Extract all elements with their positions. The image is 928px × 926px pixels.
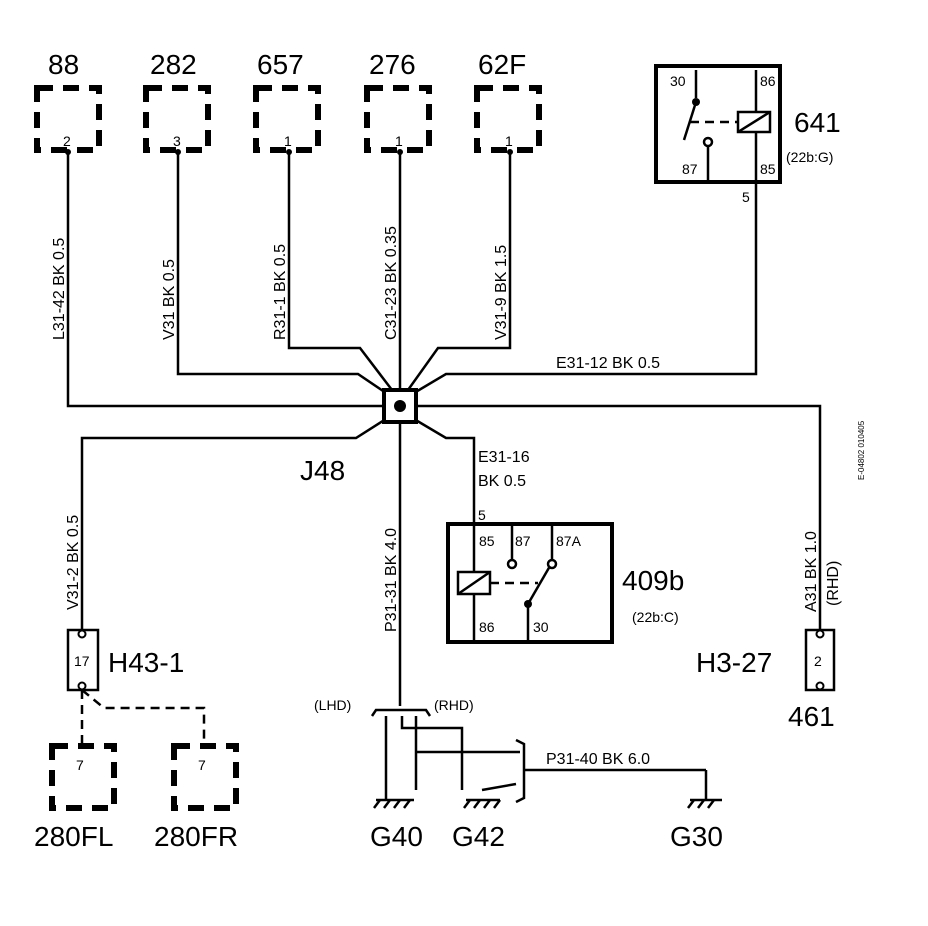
relay-409b-in-pin: 5 (478, 507, 486, 523)
wires-top (66, 152, 822, 706)
connector-h43-1: 17 H43-1 (66, 628, 206, 744)
connector-276-label: 276 (369, 49, 416, 80)
h3-label: H3-27 (696, 647, 772, 678)
relay-641-ref: (22b:G) (786, 149, 833, 165)
wire-657-label: R31-1 BK 0.5 (272, 244, 289, 340)
wire-62F-label: V31-9 BK 1.5 (493, 245, 510, 340)
connector-276-box (364, 85, 432, 153)
connector-276-pin: 1 (395, 133, 403, 149)
ground-g42-label: G42 (452, 821, 505, 852)
connector-88: 88 2 (34, 49, 102, 153)
connector-282: 282 3 (143, 49, 211, 153)
connector-h3-27: 2 H3-27 461 (696, 628, 836, 732)
wire-641-label: E31-12 BK 0.5 (556, 355, 660, 372)
connector-657-pin: 1 (284, 133, 292, 149)
relay-409b-pin-87A: 87A (556, 533, 582, 549)
connector-62F-box (474, 85, 542, 153)
relay-409b: 85 87 87A 86 30 5 409b (22b:C) (446, 507, 684, 644)
h43-label: H43-1 (108, 647, 184, 678)
connector-62F-pin: 1 (505, 133, 513, 149)
relay-641-label: 641 (794, 107, 841, 138)
wire-282-label: V31 BK 0.5 (161, 259, 178, 340)
connector-280FL-box (49, 743, 117, 811)
connector-282-label: 282 (150, 49, 197, 80)
relay-409b-pin-30: 30 (533, 619, 549, 635)
relay-409b-pin-85: 85 (479, 533, 495, 549)
wire-ground-label: P31-31 BK 4.0 (383, 528, 400, 632)
connector-280FR-pin: 7 (198, 757, 206, 773)
connector-282-pin: 3 (173, 133, 181, 149)
connector-280FR-box (171, 743, 239, 811)
connector-62F: 62F 1 (474, 49, 542, 153)
relay-409b-ref: (22b:C) (632, 609, 679, 625)
ground-g40-label: G40 (370, 821, 423, 852)
connector-88-pin: 2 (63, 133, 71, 149)
connector-280FL-pin: 7 (76, 757, 84, 773)
connector-88-label: 88 (48, 49, 79, 80)
wire-h3-side-label: (RHD) (825, 561, 842, 606)
relay-641: 30 86 87 85 641 (22b:G) 5 (654, 64, 841, 205)
connector-280FR: 7 280FR (154, 743, 239, 852)
connector-280FR-label: 280FR (154, 821, 238, 852)
h43-pin: 17 (74, 653, 90, 669)
ground-section: (LHD) (RHD) P31-40 BK 6.0 (314, 697, 723, 852)
connector-280FL-label: 280FL (34, 821, 113, 852)
rhd-label: (RHD) (434, 697, 474, 713)
wire-409b-label-2: BK 0.5 (478, 473, 526, 490)
wire-h43-label: V31-2 BK 0.5 (65, 515, 82, 610)
ground-g30-icon (687, 798, 722, 809)
lhd-label: (LHD) (314, 697, 351, 713)
junction-j48-label: J48 (300, 455, 345, 486)
wire-88-label: L31-42 BK 0.5 (51, 238, 68, 340)
wire-labels: L31-42 BK 0.5 V31 BK 0.5 R31-1 BK 0.5 C3… (51, 226, 866, 632)
wire-h3-label: A31 BK 1.0 (803, 531, 820, 612)
connector-280FL: 7 280FL (34, 743, 117, 852)
connector-276: 276 1 (364, 49, 432, 153)
connector-88-box (34, 85, 102, 153)
h3-bottom-label: 461 (788, 701, 835, 732)
connector-657-label: 657 (257, 49, 304, 80)
connector-657-box (253, 85, 321, 153)
ground-g30-label: G30 (670, 821, 723, 852)
h3-pin: 2 (814, 653, 822, 669)
wire-409b-label-1: E31-16 (478, 449, 530, 466)
relay-641-pin-86: 86 (760, 73, 776, 89)
relay-409b-label: 409b (622, 565, 684, 596)
relay-641-pin-30: 30 (670, 73, 686, 89)
ground-g42-icon (463, 798, 501, 809)
drawing-code: E-04802 010405 (857, 420, 866, 480)
connector-657: 657 1 (253, 49, 321, 153)
connector-282-box (143, 85, 211, 153)
relay-641-pin-87: 87 (682, 161, 698, 177)
connector-62F-label: 62F (478, 49, 526, 80)
relay-641-out-pin: 5 (742, 189, 750, 205)
ground-p31-40-label: P31-40 BK 6.0 (546, 751, 650, 768)
relay-409b-pin-86: 86 (479, 619, 495, 635)
junction-j48: J48 (300, 388, 418, 486)
relay-409b-pin-87: 87 (515, 533, 531, 549)
ground-g40-icon (373, 790, 414, 809)
relay-641-pin-85: 85 (760, 161, 776, 177)
wire-276-label: C31-23 BK 0.35 (383, 226, 400, 340)
